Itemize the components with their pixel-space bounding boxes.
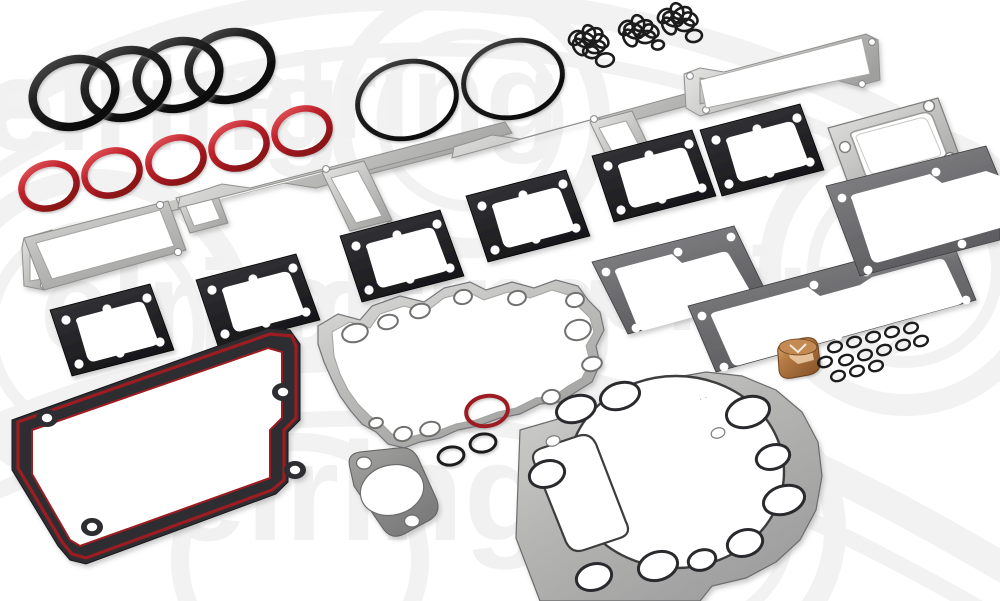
- small-oring-cluster: [567, 23, 616, 68]
- mid-oring-group: [436, 393, 510, 467]
- black-port-gasket-group: [49, 103, 825, 377]
- grey-cover-gasket-group: [591, 145, 1000, 373]
- large-black-oring: [28, 54, 120, 132]
- red-oring: [208, 120, 270, 172]
- small-oring-cluster: [617, 13, 666, 51]
- red-oring-group: [18, 105, 333, 212]
- red-oring: [145, 134, 207, 186]
- large-black-oring: [80, 45, 172, 123]
- seal-ring-array: [816, 321, 930, 383]
- black-port-gasket: [339, 209, 465, 303]
- black-port-gasket: [465, 169, 591, 263]
- red-oring: [81, 147, 143, 199]
- black-oring: [468, 432, 498, 454]
- small-oring-cluster-group: [567, 1, 704, 68]
- red-oring: [271, 105, 333, 157]
- head-gasket-stamp: · ·: [698, 392, 709, 404]
- steel-frame-gasket: [683, 33, 881, 117]
- xl-black-oring: [461, 37, 565, 121]
- small-oring-cluster: [656, 1, 704, 44]
- large-black-oring-group: [28, 27, 276, 132]
- triangular-gasket: [348, 447, 439, 537]
- large-black-oring: [184, 27, 276, 105]
- black-oring: [436, 445, 466, 467]
- steel-frame-gasket-group: [21, 33, 881, 291]
- black-port-gasket: [195, 253, 321, 347]
- black-port-gasket: [49, 283, 175, 377]
- xl-black-oring-group: [355, 37, 565, 142]
- red-oring: [464, 393, 510, 429]
- timing-cover-gasket: [317, 279, 605, 449]
- valve-cover-gasket: [11, 327, 306, 565]
- copper-bushing: [777, 337, 821, 379]
- black-port-gasket: [699, 103, 825, 197]
- large-black-oring: [132, 36, 224, 114]
- grey-cover-gasket: [825, 145, 1000, 277]
- black-port-gasket: [591, 129, 717, 223]
- cylinder-head-gasket: · ·: [515, 371, 823, 601]
- red-oring: [18, 160, 80, 212]
- xl-black-oring: [355, 58, 459, 142]
